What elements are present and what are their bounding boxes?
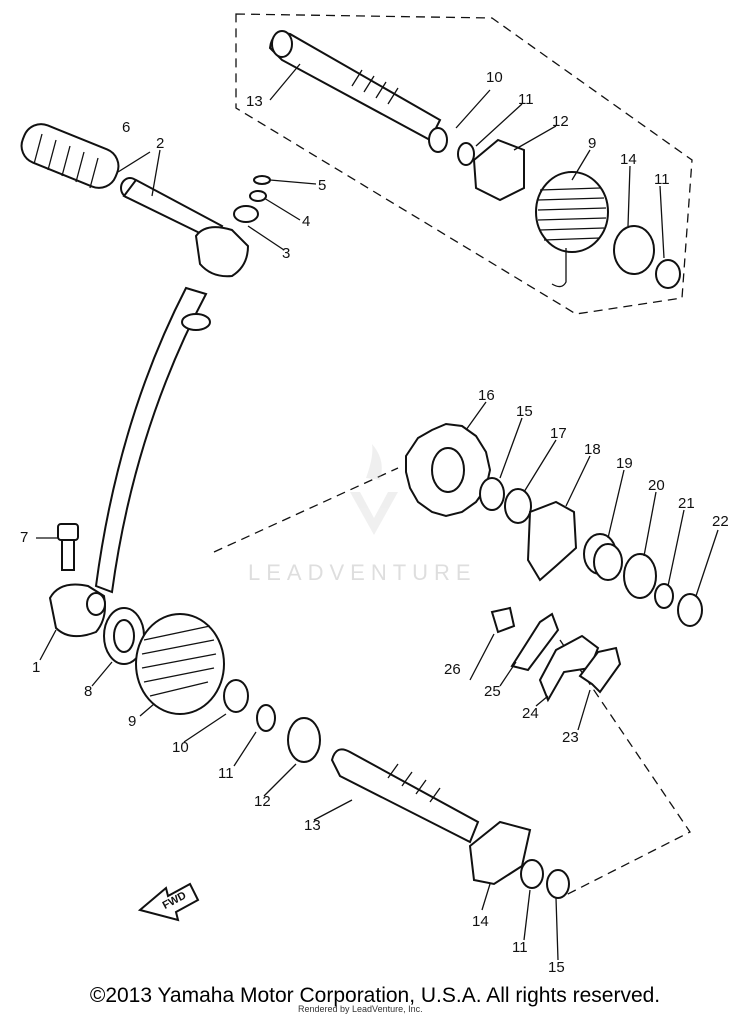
rendered-by-note: Rendered by LeadVenture, Inc.	[298, 1004, 423, 1014]
washer-17	[504, 488, 532, 524]
label-25: 25	[484, 683, 501, 700]
ratchet-18	[526, 500, 578, 582]
upper-spring-9	[535, 171, 609, 253]
leader-lines	[36, 63, 719, 961]
screw-26	[490, 606, 516, 634]
label-13-upper: 13	[246, 93, 263, 110]
label-14-lower: 14	[472, 913, 489, 930]
label-11-lower-b: 11	[512, 939, 528, 956]
label-22: 22	[712, 513, 729, 530]
label-4: 4	[302, 213, 310, 230]
kick-arm-collar	[181, 313, 211, 331]
copyright-footer: ©2013 Yamaha Motor Corporation, U.S.A. A…	[89, 984, 661, 1007]
label-10-upper: 10	[486, 69, 503, 86]
spring-3	[233, 205, 259, 223]
lower-seal-8-inner	[113, 619, 135, 653]
upper-spring-coils	[537, 187, 607, 241]
label-10-lower: 10	[172, 739, 189, 756]
grip-6	[20, 123, 120, 189]
bolt-7-head	[57, 523, 79, 541]
kick-arm-shaft	[94, 286, 208, 594]
label-17: 17	[550, 425, 567, 442]
label-26: 26	[444, 661, 461, 678]
upper-guide-14	[613, 225, 655, 275]
leadventure-watermark-text: LEADVENTURE	[248, 560, 477, 585]
lever-pivot-block	[194, 226, 250, 278]
upper-shaft-13	[268, 32, 442, 142]
lower-washer-15	[546, 869, 570, 899]
label-7: 7	[20, 529, 28, 546]
upper-shaft-spline-end	[271, 30, 293, 58]
bolt-7-shank	[61, 539, 75, 571]
label-21: 21	[678, 495, 695, 512]
upper-circlip-11a	[457, 142, 475, 166]
washer-22	[677, 593, 703, 627]
lower-spring-9	[135, 613, 225, 715]
label-14-upper: 14	[620, 151, 637, 168]
lower-spring-coils	[141, 625, 217, 697]
lower-circlip-11b	[520, 859, 544, 889]
kick-gear-hub	[431, 447, 465, 493]
label-12-upper: 12	[552, 113, 569, 130]
upper-spring-hook	[551, 248, 567, 288]
upper-ratchet-12	[472, 138, 525, 202]
label-9-lower: 9	[128, 713, 136, 730]
label-11-lower: 11	[218, 765, 234, 782]
lower-assembly-outline	[213, 467, 691, 899]
label-1: 1	[32, 659, 40, 676]
label-8: 8	[84, 683, 92, 700]
lower-ratchet-12	[287, 717, 321, 763]
label-2: 2	[156, 135, 164, 152]
label-9-upper: 9	[588, 135, 596, 152]
label-20: 20	[648, 477, 665, 494]
kick-arm-hole	[86, 592, 106, 616]
label-12-lower: 12	[254, 793, 271, 810]
label-23: 23	[562, 729, 579, 746]
upper-assembly-outline	[235, 13, 693, 315]
label-5: 5	[318, 177, 326, 194]
upper-washer-10	[428, 127, 448, 153]
label-11-upper-b: 11	[654, 171, 670, 188]
label-15-lower: 15	[548, 959, 565, 976]
label-24: 24	[522, 705, 539, 722]
lever-2	[122, 178, 224, 242]
clip-5	[253, 175, 271, 185]
label-15: 15	[516, 403, 533, 420]
label-6: 6	[122, 119, 130, 136]
lower-shaft-13	[330, 748, 480, 844]
upper-circlip-11b	[655, 259, 681, 289]
washer-15	[479, 477, 505, 511]
label-19: 19	[616, 455, 633, 472]
spring-19-inner	[593, 543, 623, 581]
washer-20	[623, 553, 657, 599]
label-13-lower: 13	[304, 817, 321, 834]
label-18: 18	[584, 441, 601, 458]
label-3: 3	[282, 245, 290, 262]
lower-washer-10	[223, 679, 249, 713]
grip-ridges	[33, 133, 99, 189]
lower-shaft-splines	[387, 763, 441, 803]
fwd-arrow	[137, 882, 200, 922]
label-16: 16	[478, 387, 495, 404]
lock-washer-25	[510, 612, 560, 672]
plate-23	[578, 646, 622, 694]
label-11-upper: 11	[518, 91, 534, 108]
circlip-21	[654, 583, 674, 609]
lower-circlip-11a	[256, 704, 276, 732]
ball-4	[249, 190, 267, 202]
leadventure-watermark-logo	[350, 444, 398, 535]
upper-shaft-splines	[351, 69, 399, 105]
